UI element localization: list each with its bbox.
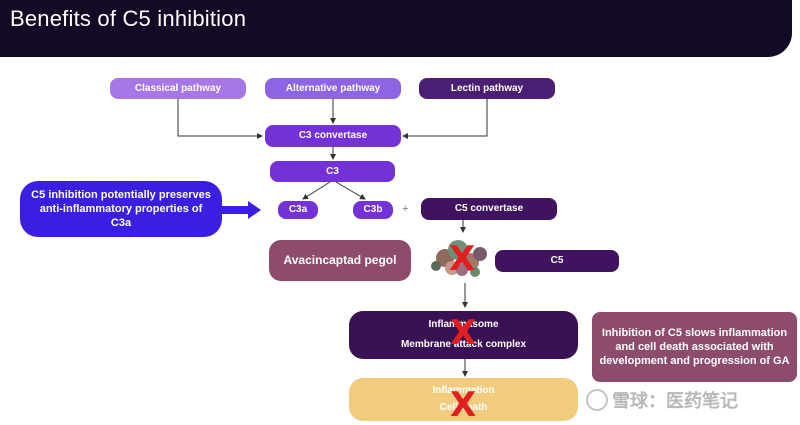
inhibition-x-mark-c5: X [449,239,476,279]
c5-molecule-illustration [431,240,487,277]
watermark: 雪球：医药笔记 [586,387,738,413]
c3a-callout: C5 inhibition potentially preserves anti… [20,181,222,237]
title-bar: Benefits of C5 inhibition [0,0,792,57]
outcome-box: Inflammation Cell death [349,378,578,421]
watermark-logo-icon [586,389,608,411]
outcome-line-2: Cell death [439,402,488,414]
mac-line-1: Inflammasome [428,319,499,330]
c5-inhibition-callout: Inhibition of C5 slows inflammation and … [592,312,797,382]
outcome-line-1: Inflammation [432,384,495,396]
c3-box: C3 [270,161,395,182]
slide-title: Benefits of C5 inhibition [10,6,247,31]
mac-box: Inflammasome Membrane attack complex [349,311,578,359]
classical-pathway-box: Classical pathway [110,78,246,99]
lectin-pathway-box: Lectin pathway [419,78,555,99]
c3-convertase-box: C3 convertase [265,125,401,147]
plus-sign: + [402,203,409,215]
inhibition-x-mark-mac: X [450,313,477,353]
alternative-pathway-box: Alternative pathway [265,78,401,99]
mac-line-2: Membrane attack complex [400,339,527,350]
c5-box: C5 [495,250,619,272]
c3b-box: C3b [353,201,393,219]
drug-box: Avacincaptad pegol [269,240,411,281]
watermark-text: 雪球：医药笔记 [612,391,738,411]
inhibition-x-mark-outcome: X [450,385,477,425]
c5-convertase-box: C5 convertase [421,198,557,220]
c3a-box: C3a [278,201,318,219]
